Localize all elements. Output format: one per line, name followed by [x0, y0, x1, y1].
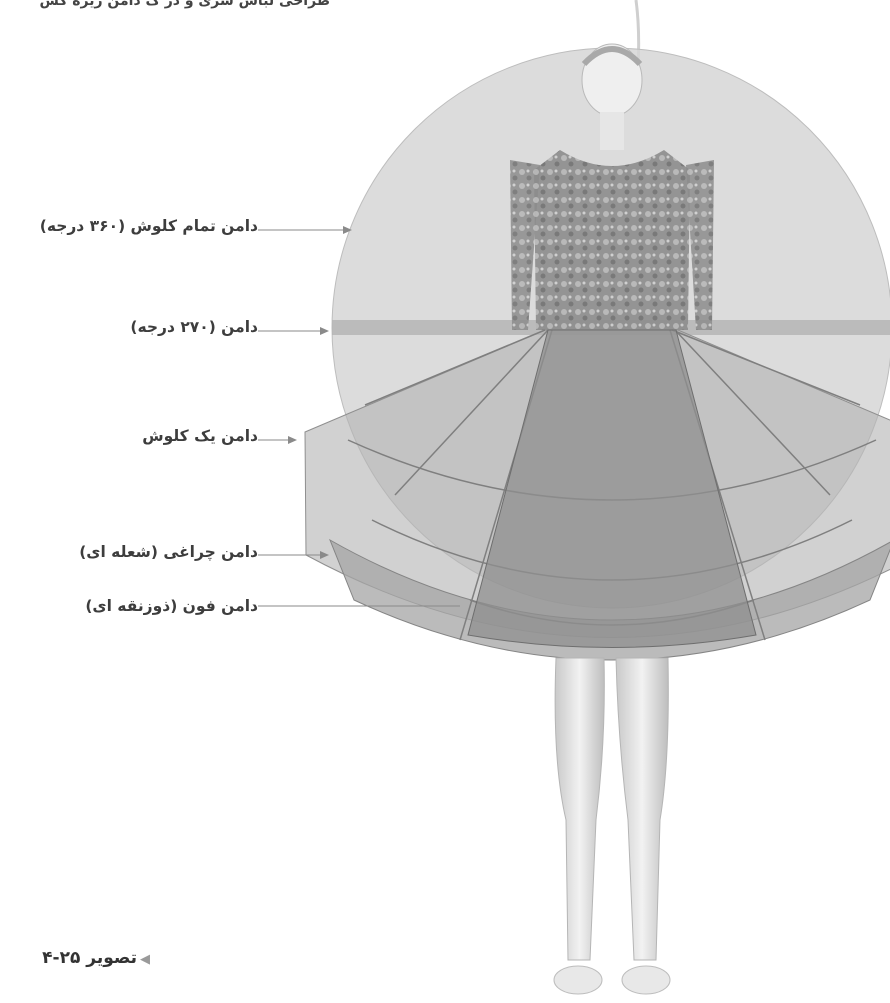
figure-caption-text: تصویر ۲۵-۴ — [42, 948, 137, 968]
triangle-bullet-icon: ◀ — [140, 952, 150, 967]
model-legs — [554, 658, 670, 994]
label-flared-skirt: دامن چراغی (شعله ای) — [79, 543, 258, 561]
dress-bodice — [510, 150, 714, 330]
label-full-circle-skirt: دامن تمام کلوش (۳۶۰ درجه) — [40, 217, 258, 235]
figure-caption: ◀تصویر ۲۵-۴ — [42, 948, 150, 968]
label-trapezoid-skirt: دامن فون (ذوزنقه ای) — [85, 597, 258, 615]
label-three-quarter-skirt: دامن (۲۷۰ درجه) — [130, 318, 258, 336]
label-half-circle-skirt: دامن یک کلوش — [142, 427, 258, 445]
